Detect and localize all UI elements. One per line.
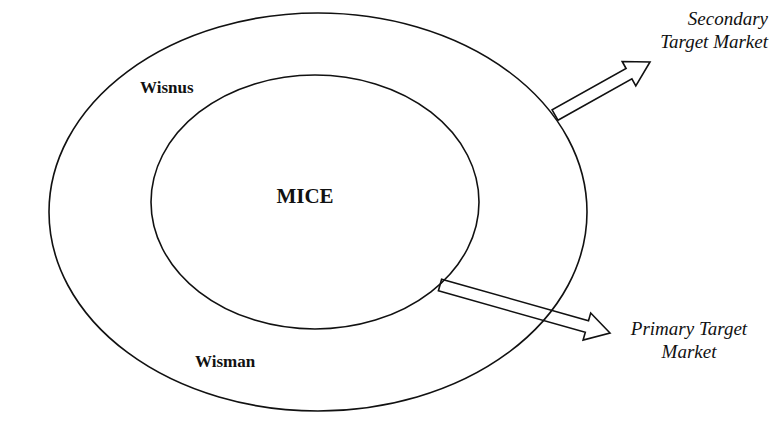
node-text: Wisman [195,352,255,372]
ellipse [49,13,587,411]
target-label: Secondary Target Market [646,8,768,54]
inner-ellipse: MICE [150,74,480,330]
block-arrow [438,279,610,340]
ellipse-outline [48,12,588,412]
outer-ellipse: WisnusWisman MICE [48,12,588,412]
node-text: MICE [276,184,333,209]
target-label: Primary Target Market [628,318,750,364]
ellipse [151,75,479,329]
block-arrow [552,62,650,121]
node-text: Wisnus [140,78,194,98]
